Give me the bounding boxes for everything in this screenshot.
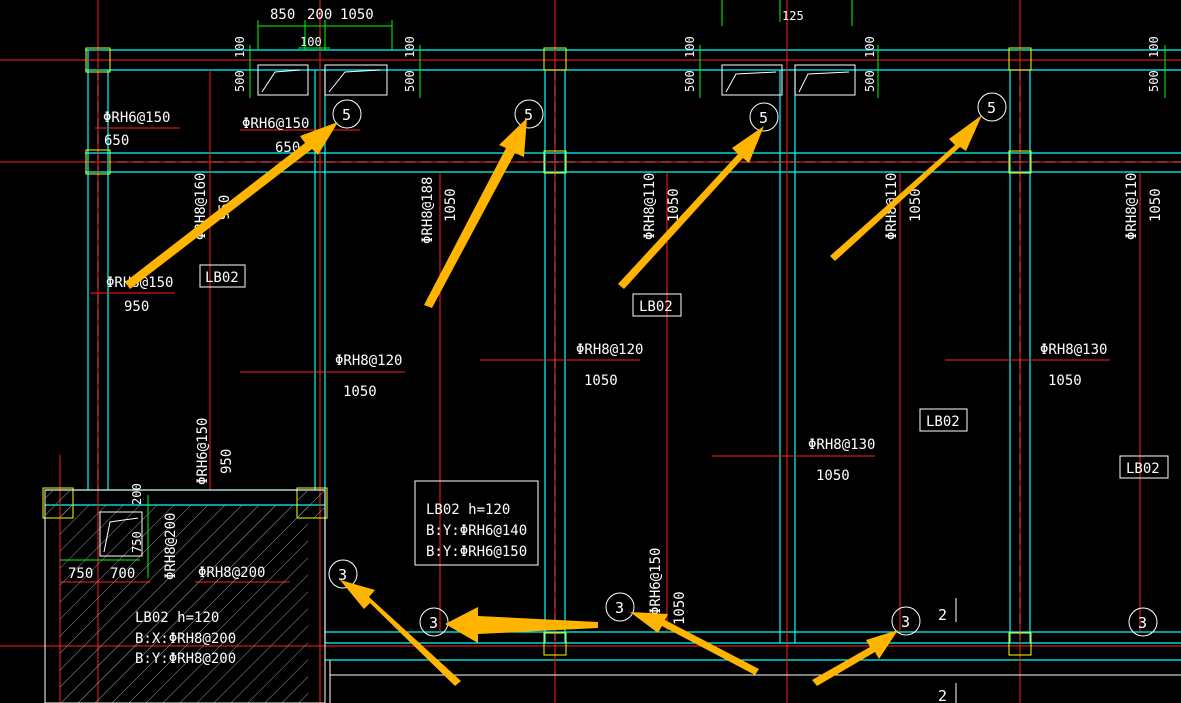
rebar-len-r3: 950 [124, 299, 149, 315]
vertical-rebar-labels: ΦRH8@160 950 ΦRH8@188 1050 ΦRH8@110 1050… [163, 173, 1164, 625]
callout-circles[interactable]: 5 5 5 5 3 3 3 3 3 [328, 92, 1158, 637]
callout-5-d[interactable]: 5 [987, 99, 996, 117]
sec-100-e: 100 [1147, 36, 1161, 58]
info-line-2: B:Y:ΦRH6@140 [426, 523, 527, 539]
sec-100-d: 100 [863, 36, 877, 58]
rebar-len-b3: 1050 [816, 468, 850, 484]
rebar-label-b3: ΦRH8@130 [808, 437, 875, 453]
slab-tags[interactable]: LB02 LB02 LB02 LB02 [199, 264, 1169, 479]
callout-3-a[interactable]: 3 [338, 566, 347, 584]
section-mark-2-b: 2 [938, 687, 947, 703]
rebar-label-r3: ΦRH6@150 [106, 275, 173, 291]
section-mark-2-a: 2 [938, 606, 947, 624]
top-dimension-text: 850 200 1050 100 125 [270, 7, 804, 49]
bottom-strip [329, 660, 1181, 703]
rebar-label-r2: ΦRH6@150 [242, 116, 309, 132]
arrow-to-callout-5-a [125, 122, 338, 289]
slab-tag-b[interactable]: LB02 [639, 299, 673, 315]
sec-500-c: 500 [683, 70, 697, 92]
sec-500-d: 500 [863, 70, 877, 92]
hatch-note-line-2: B:X:ΦRH8@200 [135, 631, 236, 647]
sec-100-a: 100 [233, 36, 247, 58]
rebar-label-v3: ΦRH8@110 [642, 173, 658, 240]
rebar-len-b4: 1050 [1048, 373, 1082, 389]
rebar-len-r1: 650 [104, 133, 129, 149]
sec-100-b: 100 [403, 36, 417, 58]
rebar-len-v4: 1050 [908, 188, 924, 222]
callout-5-c[interactable]: 5 [759, 109, 768, 127]
arrow-to-callout-5-b [424, 118, 527, 308]
callout-3-e[interactable]: 3 [1138, 614, 1147, 632]
slab-tag-d[interactable]: LB02 [1126, 461, 1160, 477]
dim-125: 125 [782, 9, 804, 23]
hatch-note-line-1: LB02 h=120 [135, 610, 219, 626]
rebar-lines [60, 127, 1110, 583]
slab-tag-c[interactable]: LB02 [926, 414, 960, 430]
sec-100-c: 100 [683, 36, 697, 58]
rebar-label-b2: ΦRH8@120 [576, 342, 643, 358]
rebar-label-v2: ΦRH8@188 [420, 177, 436, 244]
sec-500-e: 500 [1147, 70, 1161, 92]
rebar-label-l1: ΦRH6@150 [195, 418, 211, 485]
rebar-len-b2: 1050 [584, 373, 618, 389]
rebar-len-v3: 1050 [666, 188, 682, 222]
rebar-len-b1: 1050 [343, 384, 377, 400]
horizontal-rebar-labels: ΦRH6@150 650 ΦRH6@150 650 ΦRH6@150 950 Φ… [103, 110, 1107, 581]
dim-750-horizontal: 750 [68, 566, 93, 582]
dim-700: 700 [110, 566, 135, 582]
arrow-to-callout-3-b [445, 607, 598, 643]
rebar-label-v5: ΦRH8@110 [1124, 173, 1140, 240]
arrow-to-callout-3-d [812, 630, 898, 686]
rebar-len-l1: 950 [219, 449, 235, 474]
rebar-len-v2: 1050 [443, 188, 459, 222]
rebar-label-b4: ΦRH8@130 [1040, 342, 1107, 358]
dim-850: 850 [270, 7, 295, 23]
callout-3-b[interactable]: 3 [429, 614, 438, 632]
section-marks: 2 2 [938, 598, 957, 703]
rebar-label-b1: ΦRH8@120 [335, 353, 402, 369]
section-dimension-text: 100 500 100 500 100 500 100 500 100 500 [233, 36, 1161, 92]
dim-100: 100 [300, 35, 322, 49]
slab-tag-a[interactable]: LB02 [205, 270, 239, 286]
hatched-balcony-slab[interactable] [44, 489, 326, 703]
arrow-to-callout-3-c [630, 612, 759, 675]
arrow-to-callout-5-d [830, 115, 982, 261]
balcony-dimension-text: 200 750 750 700 [68, 483, 144, 582]
callout-3-c[interactable]: 3 [615, 599, 624, 617]
dim-200: 200 [307, 7, 332, 23]
arrow-to-callout-5-c [618, 126, 764, 289]
hatched-slab-note: LB02 h=120 B:X:ΦRH8@200 B:Y:ΦRH8@200 [135, 610, 236, 667]
callout-3-d[interactable]: 3 [901, 613, 910, 631]
annotation-arrows [125, 115, 982, 686]
rebar-len-l4: 1050 [672, 591, 688, 625]
dim-200-small: 200 [130, 483, 144, 505]
dim-1050: 1050 [340, 7, 374, 23]
slab-info-box[interactable]: LB02 h=120 B:Y:ΦRH6@140 B:Y:ΦRH6@150 [414, 480, 539, 566]
rebar-label-l4: ΦRH6@150 [648, 548, 664, 615]
sec-500-a: 500 [233, 70, 247, 92]
hatch-note-line-3: B:Y:ΦRH8@200 [135, 651, 236, 667]
info-line-3: B:Y:ΦRH6@150 [426, 544, 527, 560]
sec-500-b: 500 [403, 70, 417, 92]
rebar-label-l3: ΦRH8@200 [198, 565, 265, 581]
rebar-len-v5: 1050 [1148, 188, 1164, 222]
callout-5-b[interactable]: 5 [524, 106, 533, 124]
callout-5-a[interactable]: 5 [342, 106, 351, 124]
dimension-lines [60, 0, 1166, 578]
rebar-label-r1: ΦRH6@150 [103, 110, 170, 126]
rebar-label-l2: ΦRH8@200 [163, 513, 179, 580]
dim-750-vertical: 750 [130, 531, 144, 553]
beam-section-profiles [99, 64, 856, 557]
info-line-1: LB02 h=120 [426, 502, 510, 518]
arrow-to-callout-3-a [340, 580, 461, 686]
